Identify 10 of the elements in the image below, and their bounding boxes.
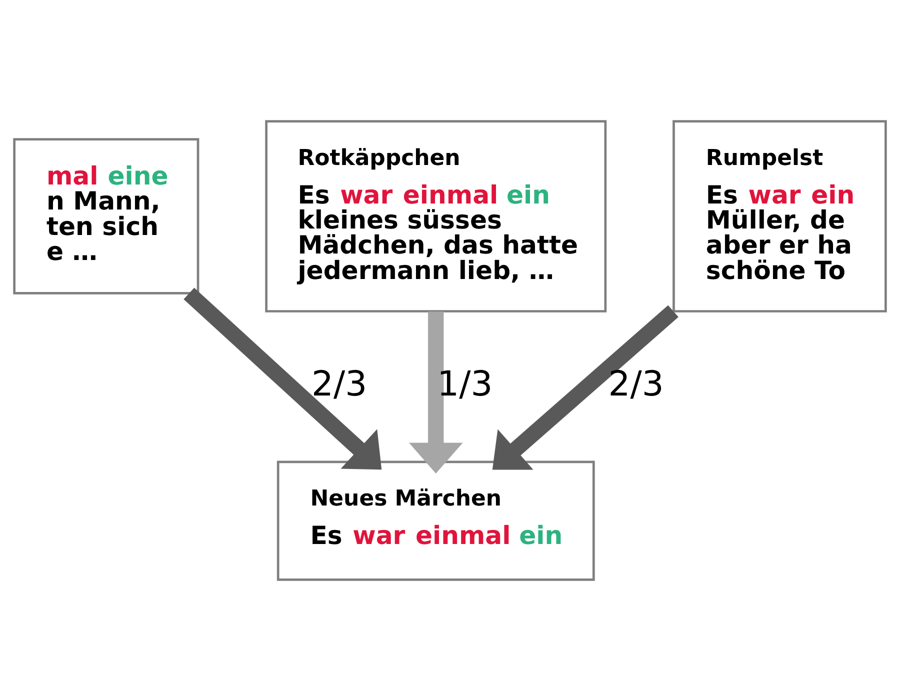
edge-label: 2/3 xyxy=(608,364,664,404)
arrow xyxy=(408,311,463,474)
arrow xyxy=(184,287,382,470)
edge-label: 2/3 xyxy=(312,364,368,404)
node-box: mal eine n Mann, ten sich e … xyxy=(13,138,200,294)
node-box: Neues Märchen Es war einmal ein xyxy=(276,460,595,580)
node-box: Rotkäppchen Es war einmal ein kleines süsses Mädchen, das hatte jedermann lieb, … xyxy=(265,120,607,312)
node-box: Rumpelst Es war ein Müller, de aber er ha schöne To xyxy=(672,120,887,312)
edge-label: 1/3 xyxy=(437,364,493,404)
arrow xyxy=(492,304,678,470)
